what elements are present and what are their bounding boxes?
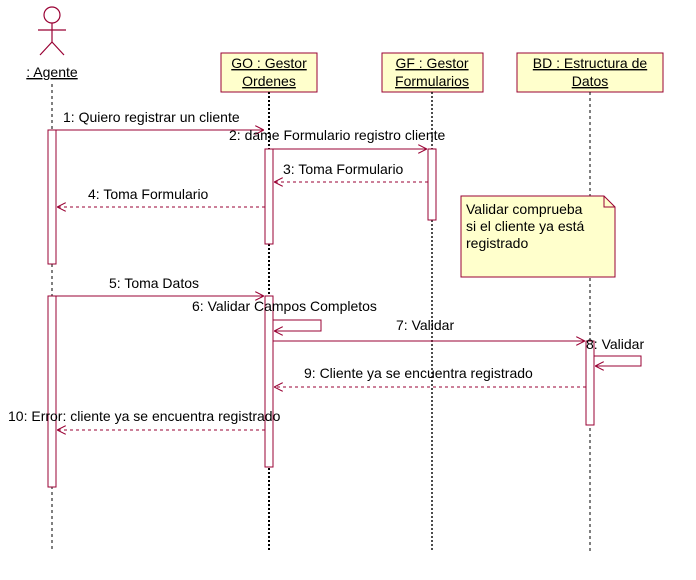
object-go-line2: Ordenes [242, 73, 296, 89]
activation-bd [585, 340, 595, 426]
object-go-line1: GO : Gestor [231, 55, 307, 71]
activation-gf [427, 148, 437, 221]
note[interactable]: Validar comprueba si el cliente ya está … [460, 195, 616, 278]
object-bd[interactable]: BD : Estructura de Datos [516, 52, 664, 93]
note-line2: si el cliente ya está [466, 218, 584, 234]
message-6[interactable]: 6: Validar Campos Completos [192, 298, 377, 331]
message-6-label: 6: Validar Campos Completos [192, 298, 377, 314]
note-line3: registrado [466, 235, 528, 251]
object-gf-box [381, 52, 484, 93]
actor-label: : Agente [26, 64, 78, 80]
note-shape [460, 195, 616, 278]
message-10-label: 10: Error: cliente ya se encuentra regis… [8, 408, 281, 424]
actor-leg-left [39, 41, 53, 56]
object-bd-box [516, 52, 664, 93]
object-bd-line1: BD : Estructura de [533, 55, 648, 71]
message-9-label: 9: Cliente ya se encuentra registrado [304, 365, 533, 381]
object-bd-line2: Datos [572, 73, 609, 89]
message-10[interactable]: 10: Error: cliente ya se encuentra regis… [8, 408, 281, 430]
message-5[interactable]: 5: Toma Datos [56, 275, 263, 296]
activation-go-1 [264, 148, 274, 245]
message-3[interactable]: 3: Toma Formulario [275, 161, 428, 182]
activation-go-2 [264, 295, 274, 468]
message-5-label: 5: Toma Datos [109, 275, 199, 291]
message-3-label: 3: Toma Formulario [283, 161, 404, 177]
object-gf-line2: Formularios [395, 73, 469, 89]
object-go[interactable]: GO : Gestor Ordenes [220, 52, 318, 93]
note-fold [603, 196, 615, 208]
message-8-label: 8: Validar [586, 336, 644, 352]
object-gf[interactable]: GF : Gestor Formularios [381, 52, 484, 93]
message-1[interactable]: 1: Quiero registrar un cliente [56, 109, 263, 130]
object-go-box [220, 52, 318, 93]
message-7[interactable]: 7: Validar [273, 317, 584, 341]
actor-leg-right [51, 41, 65, 56]
message-4[interactable]: 4: Toma Formulario [58, 186, 265, 207]
message-6-arrow [273, 319, 322, 331]
message-9[interactable]: 9: Cliente ya se encuentra registrado [275, 365, 586, 387]
message-1-label: 1: Quiero registrar un cliente [63, 109, 240, 125]
actor-agente[interactable]: : Agente [26, 6, 78, 80]
message-8[interactable]: 8: Validar [586, 336, 644, 366]
message-2-label: 2: dame Formulario registro cliente [229, 127, 446, 143]
activation-agente-1 [47, 129, 57, 265]
message-4-label: 4: Toma Formulario [88, 186, 209, 202]
actor-head [43, 6, 61, 24]
note-line1: Validar comprueba [466, 201, 583, 217]
activation-agente-2 [47, 295, 57, 488]
message-8-arrow [594, 355, 642, 366]
object-gf-line1: GF : Gestor [395, 55, 468, 71]
message-7-label: 7: Validar [396, 317, 454, 333]
message-2[interactable]: 2: dame Formulario registro cliente [229, 127, 446, 149]
